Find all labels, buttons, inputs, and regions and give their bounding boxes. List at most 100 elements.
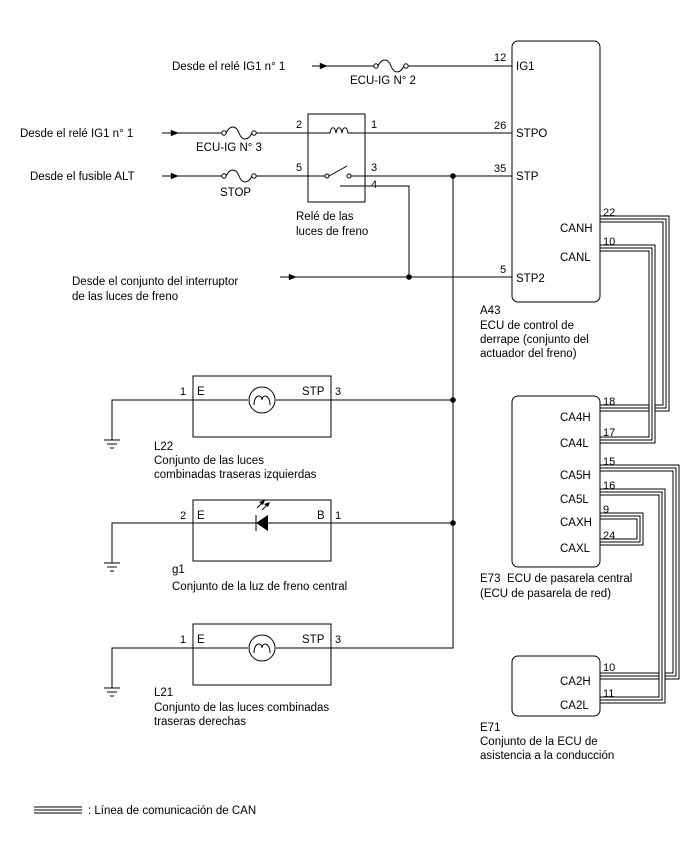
ig1-mid-circuit: Desde el relé IG1 n° 1 ECU-IG N° 3 <box>20 126 308 154</box>
a43-term-stp2: STP2 <box>516 273 545 285</box>
fuse-ecu-ig2-label: ECU-IG N° 2 <box>350 75 416 87</box>
a43-term-canh: CANH <box>560 223 593 235</box>
a43-pin-12: 12 <box>494 52 506 64</box>
fuse-stop-label: STOP <box>220 187 251 199</box>
relay-switch-icon <box>328 165 348 177</box>
fuse-ecu-ig3-label: ECU-IG N° 3 <box>196 142 262 154</box>
ecu-e73-box <box>511 395 601 568</box>
ecu-e71: 10 CA2H 11 CA2L E71 Conjunto de la ECU d… <box>480 655 615 762</box>
source-alt-fuse: Desde el fusible ALT <box>30 171 135 183</box>
a43-pin-26: 26 <box>494 120 506 132</box>
relay-pin-1: 1 <box>371 119 377 131</box>
a43-name-line1: ECU de control de <box>480 320 574 332</box>
a43-term-ig1: IG1 <box>516 61 535 73</box>
ground-icon <box>104 687 120 697</box>
e71-pin-11: 11 <box>603 688 614 700</box>
a43-term-stp: STP <box>516 171 539 183</box>
g1-term-e: E <box>197 510 205 522</box>
e71-term-ca2l: CA2L <box>560 700 589 712</box>
relay-pin-2: 2 <box>296 119 302 131</box>
can-bus-lines <box>600 215 680 704</box>
legend: : Línea de comunicación de CAN <box>34 805 256 817</box>
l22-id: L22 <box>154 441 173 453</box>
fuse-ecu-ig2-icon <box>377 59 405 73</box>
relay-pin-3: 3 <box>371 162 377 174</box>
l22-name-line2: combinadas traseras izquierdas <box>154 469 317 481</box>
e73-pin-15: 15 <box>603 456 615 468</box>
l22-pin-3: 3 <box>335 386 341 398</box>
a43-id: A43 <box>480 305 500 317</box>
junction-dot <box>406 274 412 280</box>
e73-term-ca5h: CA5H <box>560 470 591 482</box>
l22-term-stp: STP <box>302 386 325 398</box>
e73-term-caxl: CAXL <box>560 543 591 555</box>
a43-term-stpo: STPO <box>516 128 547 140</box>
relay-output-wires <box>365 132 512 277</box>
ground-icon <box>104 562 120 572</box>
l21-name-line1: Conjunto de las luces combinadas <box>154 702 329 714</box>
lamp-l21: 1 E STP 3 L21 Conjunto de las luces comb… <box>104 623 454 728</box>
a43-pin-22: 22 <box>603 207 615 219</box>
l22-term-e: E <box>197 386 205 398</box>
source-ig1-relay-top: Desde el relé IG1 n° 1 <box>172 61 285 73</box>
alt-circuit: Desde el fusible ALT STOP <box>30 169 308 199</box>
a43-pin-10: 10 <box>603 236 615 248</box>
e73-pin-18: 18 <box>603 396 615 408</box>
e73-pin-9: 9 <box>603 504 609 516</box>
a43-term-canl: CANL <box>560 252 591 264</box>
e73-term-caxh: CAXH <box>560 517 592 529</box>
brake-light-relay: 2 1 5 3 4 Relé de las luces de freno <box>296 113 377 238</box>
ig1-top-circuit: Desde el relé IG1 n° 1 ECU-IG N° 2 <box>172 59 512 87</box>
g1-name: Conjunto de la luz de freno central <box>172 581 347 593</box>
l21-pin-1: 1 <box>180 634 186 646</box>
source-stop-switch-line1: Desde el conjunto del interruptor <box>72 276 238 288</box>
fuse-stop-icon <box>225 169 253 183</box>
g1-id: g1 <box>172 564 185 576</box>
g1-pin-1: 1 <box>335 510 341 522</box>
a43-name-line2: derrape (conjunto del <box>480 334 589 346</box>
e73-name-line1: ECU de pasarela central <box>507 573 632 585</box>
ecu-a43-box <box>511 40 601 303</box>
legend-text: : Línea de comunicación de CAN <box>88 805 256 817</box>
led-icon <box>256 515 268 531</box>
relay-label-line2: luces de freno <box>296 226 368 238</box>
e73-term-ca5l: CA5L <box>560 494 589 506</box>
relay-label-line1: Relé de las <box>296 211 354 223</box>
ground-icon <box>104 439 120 449</box>
e71-term-ca2h: CA2H <box>560 676 591 688</box>
l21-name-line2: traseras derechas <box>154 716 246 728</box>
ecu-e73: 18 CA4H 17 CA4L 15 CA5H 16 CA5L 9 CAXH 2… <box>480 395 632 600</box>
l22-pin-1: 1 <box>180 386 186 398</box>
g1-term-b: B <box>317 510 325 522</box>
a43-pin-35: 35 <box>494 163 506 175</box>
l22-name-line1: Conjunto de las luces <box>154 455 264 467</box>
e73-pin-16: 16 <box>603 480 615 492</box>
e73-pin-17: 17 <box>603 427 615 439</box>
lamp-l22: 1 E STP 3 L22 Conjunto de las luces comb… <box>104 375 453 481</box>
a43-name-line3: actuador del freno) <box>480 348 577 360</box>
relay-pin-4: 4 <box>371 179 377 191</box>
source-ig1-relay-mid: Desde el relé IG1 n° 1 <box>20 128 133 140</box>
l21-term-stp: STP <box>302 634 325 646</box>
lamp-g1: 2 E B 1 g1 Conjunto de la luz de freno c… <box>104 499 453 593</box>
e73-pin-24: 24 <box>603 530 615 542</box>
e71-name-line1: Conjunto de la ECU de <box>480 736 598 748</box>
e71-id: E71 <box>480 722 500 734</box>
g1-pin-2: 2 <box>180 510 186 522</box>
e73-id: E73 <box>480 573 500 585</box>
l21-pin-3: 3 <box>335 634 341 646</box>
relay-pin-5: 5 <box>296 162 302 174</box>
relay-coil-icon <box>308 127 365 134</box>
source-stop-switch-line2: de las luces de freno <box>72 291 178 303</box>
stop-switch-circuit: Desde el conjunto del interruptor de las… <box>72 273 512 303</box>
stp-bus <box>450 173 456 637</box>
e73-term-ca4l: CA4L <box>560 438 589 450</box>
l21-id: L21 <box>154 687 173 699</box>
e71-pin-10: 10 <box>603 662 615 674</box>
g1-box <box>192 499 332 562</box>
a43-pin-5: 5 <box>500 264 506 276</box>
l21-term-e: E <box>197 634 205 646</box>
ecu-a43: 12 IG1 26 STPO 35 STP 22 CANH 10 CANL 5 … <box>480 40 615 360</box>
junction-dot <box>450 173 456 179</box>
